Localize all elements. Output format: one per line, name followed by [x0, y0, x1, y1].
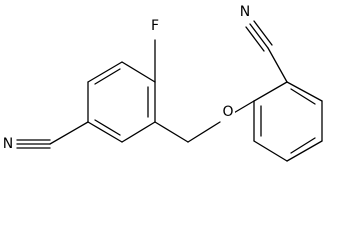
right-ring-inner-double-2	[290, 137, 316, 154]
bond-methylene-to-oxygen	[187, 121, 221, 143]
bond-left-ring-1	[121, 61, 156, 83]
left-benzene-ring	[87, 61, 156, 143]
bond-left-ring-4	[87, 121, 123, 143]
top-nitrogen-label: N	[240, 4, 250, 20]
bond-right-ring-4	[286, 140, 323, 162]
bond-right-ring-2	[286, 81, 323, 102]
left-nitrogen-label: N	[3, 136, 13, 152]
oxygen-label-background	[221, 103, 235, 119]
oxygen-label: O	[222, 104, 233, 120]
top-nitrile-triple-3	[245, 26, 265, 52]
bond-left-ring-6	[87, 61, 123, 83]
bond-right-ring-5	[253, 140, 288, 162]
top-nitrogen-label-background	[238, 4, 252, 20]
molecule-drawing: F O	[1, 4, 323, 162]
left-ring-inner-double-2	[94, 119, 121, 136]
right-ring-inner-double-1	[290, 88, 316, 105]
fluorine-substituent: F	[148, 18, 162, 83]
oxymethylene-linker: O	[154, 100, 255, 143]
bond-oxygen-to-right-ring	[231, 100, 255, 115]
bond-right-ring-to-nitrile-carbon	[267, 47, 288, 83]
bond-left-ring-3	[121, 121, 156, 143]
bond-ring-to-methylene	[154, 121, 189, 143]
bond-left-ring-to-nitrile-carbon	[49, 121, 89, 145]
right-benzene-ring	[253, 81, 323, 162]
left-ring-inner-double-3	[94, 68, 121, 85]
left-nitrile-group	[16, 121, 89, 149]
nitrogen-labels: N N	[1, 4, 252, 152]
chemical-structure-canvas: F O	[1, 4, 323, 162]
fluorine-label: F	[151, 18, 159, 34]
bond-right-ring-1	[253, 81, 288, 102]
left-nitrogen-label-background	[1, 136, 15, 152]
fluorine-label-background	[148, 18, 162, 34]
top-nitrile-triple-2	[253, 20, 273, 46]
top-nitrile-triple-1	[249, 23, 269, 49]
top-nitrile-group	[245, 20, 288, 83]
